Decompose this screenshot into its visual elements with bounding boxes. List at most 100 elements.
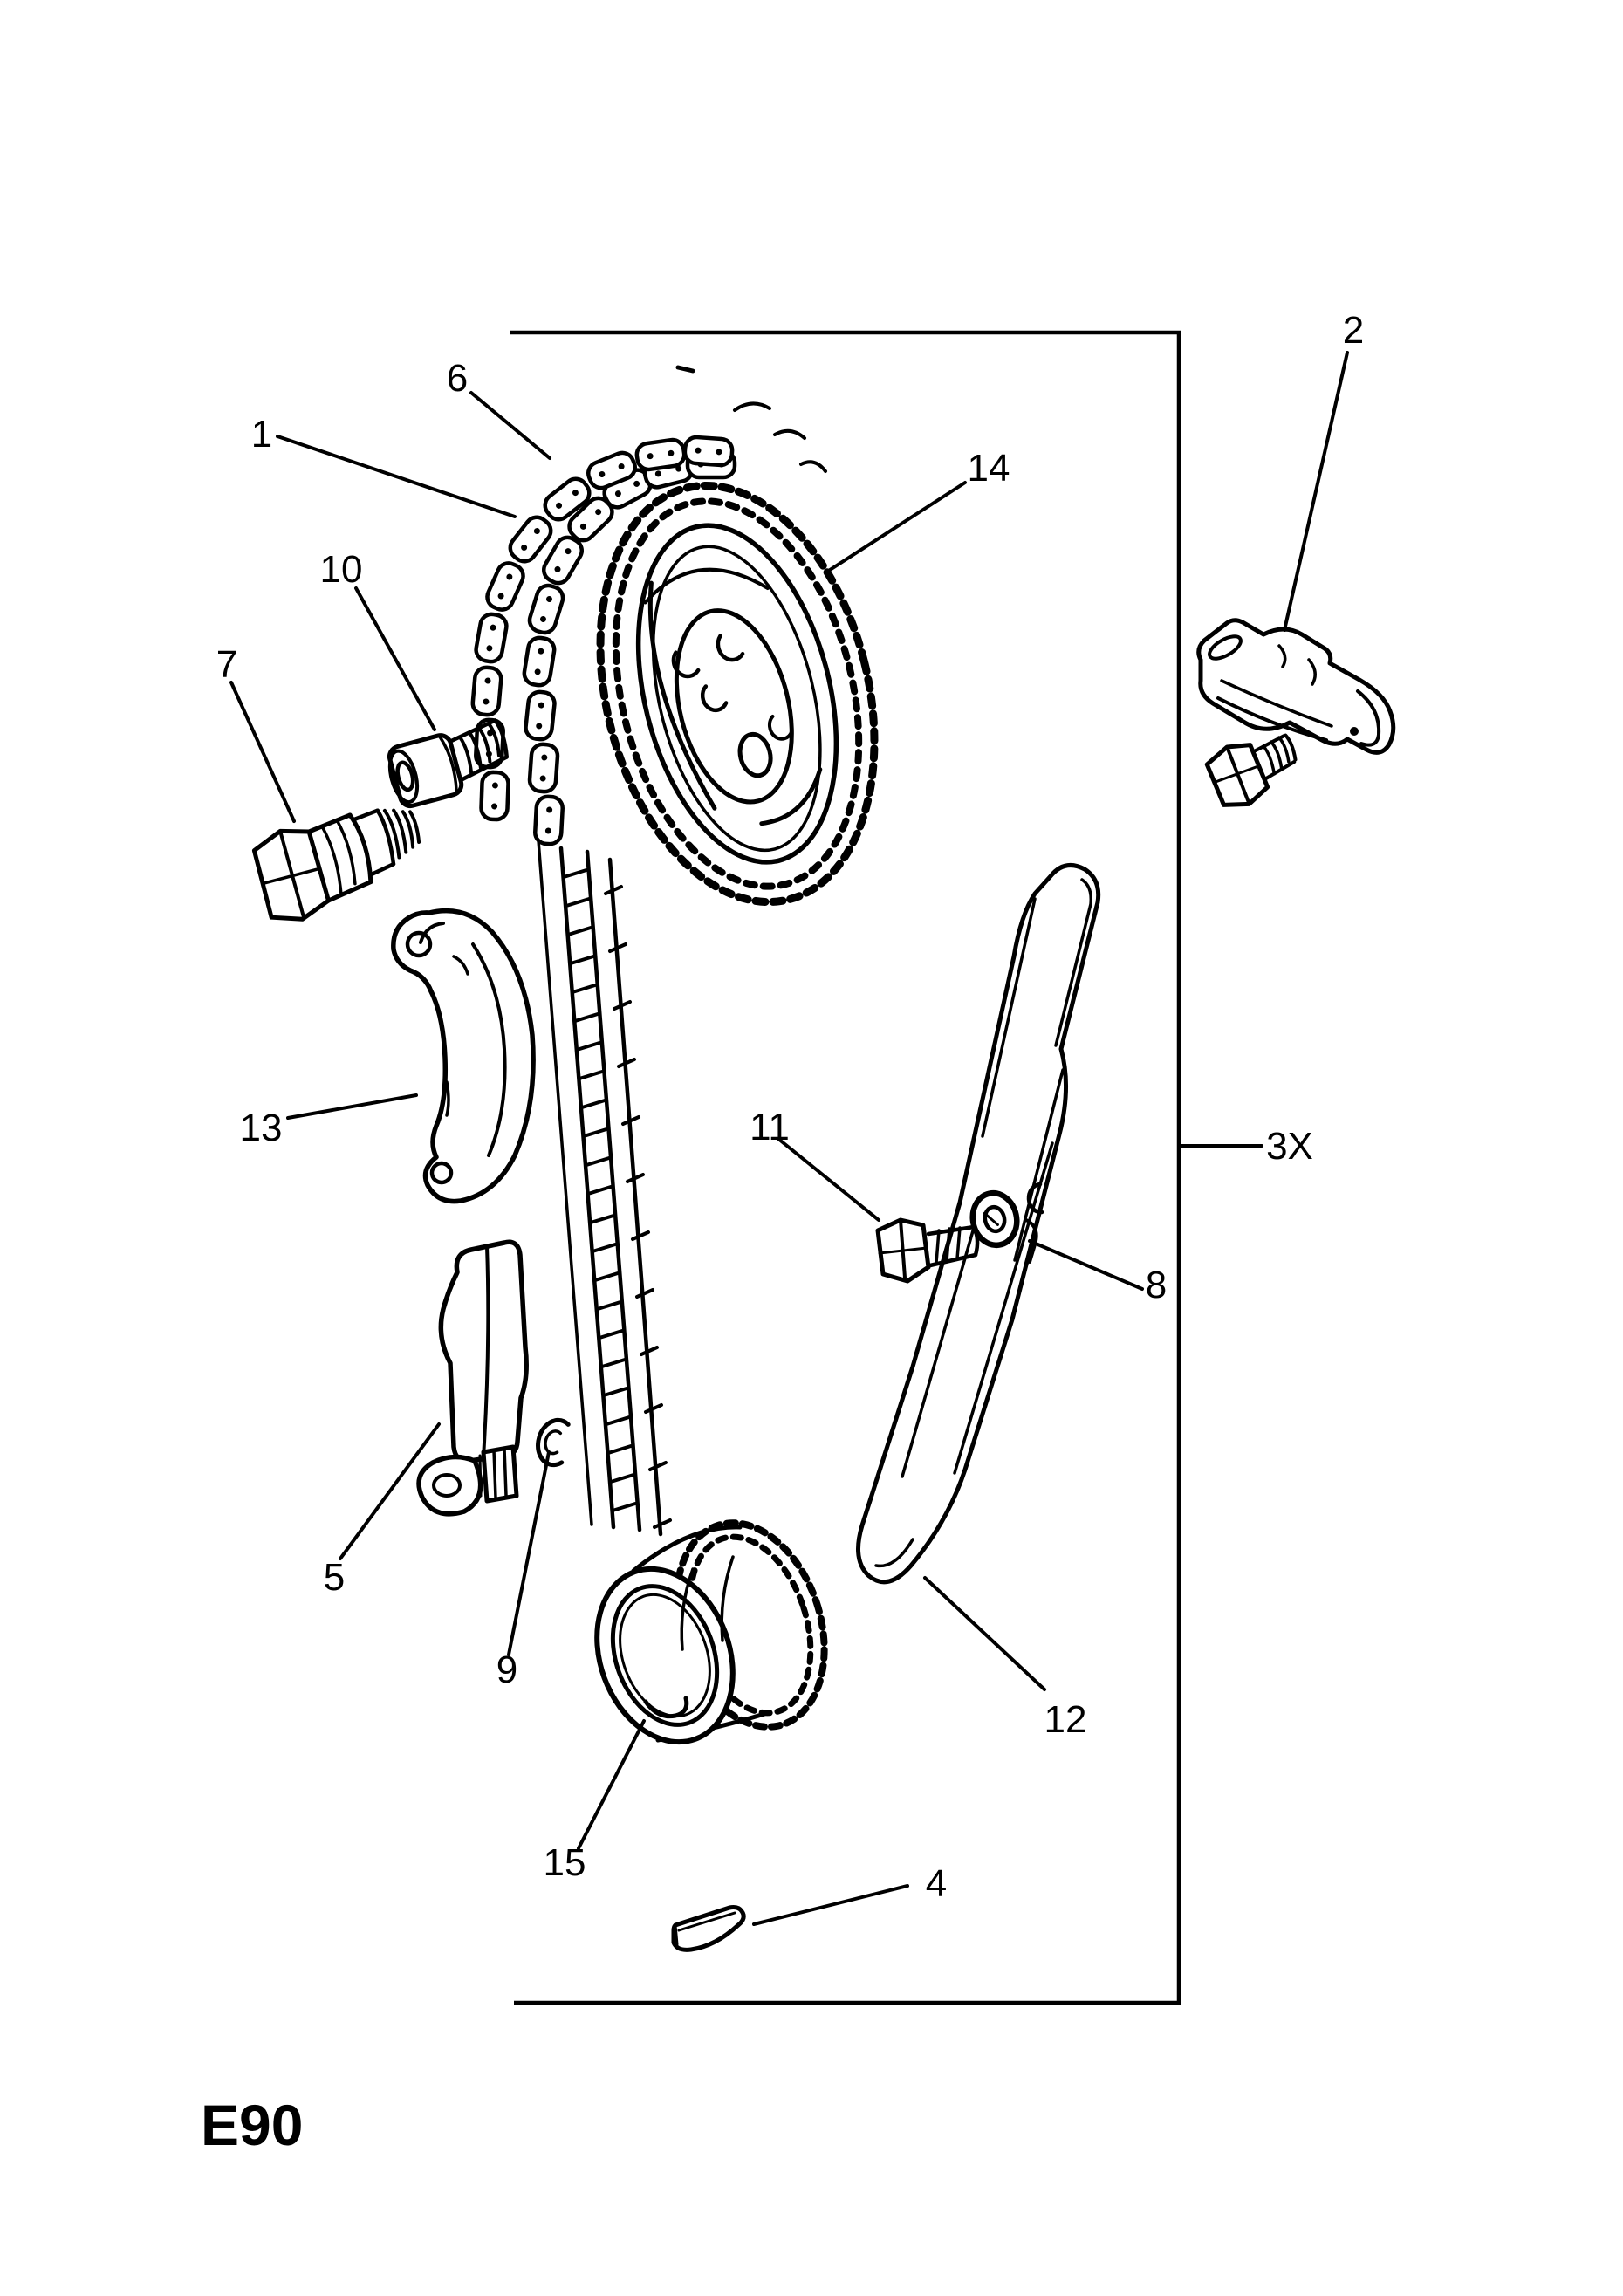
guide-shoe-detail xyxy=(445,1080,450,1117)
key-edge-line xyxy=(677,1911,736,1932)
sprocket-face-line xyxy=(651,545,822,853)
hub-top-line xyxy=(631,1525,743,1573)
bore-detail xyxy=(643,1696,689,1719)
chain-rail-line xyxy=(607,857,663,1537)
retaining-clip xyxy=(536,1417,571,1468)
sprocket-crescent xyxy=(759,767,823,826)
clip-fold-line xyxy=(1216,696,1328,742)
callout-10: 10 xyxy=(320,548,363,591)
leader-line-6 xyxy=(469,391,551,460)
tensioner-foot-slot xyxy=(492,1449,497,1499)
clip-bolt-thread xyxy=(1262,744,1277,776)
leader-line-9 xyxy=(507,1450,551,1656)
chain-link xyxy=(684,436,733,466)
leader-line-10 xyxy=(354,586,436,731)
clip-bolt-thread xyxy=(1270,740,1284,770)
tensioner-centerline xyxy=(482,1244,490,1459)
tensioner-hook-eye xyxy=(432,1473,462,1498)
callout-15: 15 xyxy=(544,1841,586,1884)
callout-7: 7 xyxy=(216,643,237,686)
clip-tongue xyxy=(1277,644,1287,668)
callout-6: 6 xyxy=(447,357,468,400)
chain-tensioner-body xyxy=(416,1239,529,1517)
stray-mark xyxy=(675,365,695,374)
chain-fragment xyxy=(773,428,806,440)
guide-shoe-detail xyxy=(419,922,445,944)
clip-fold-line xyxy=(1220,679,1333,728)
callout-14: 14 xyxy=(968,447,1010,490)
clip-bolt-tip xyxy=(1284,733,1298,762)
chain-link xyxy=(527,583,565,635)
hub-bore-inner xyxy=(619,1593,711,1718)
hub-surface-line xyxy=(680,1567,695,1651)
plug-collar xyxy=(306,812,373,903)
callout-1: 1 xyxy=(251,413,272,456)
chain-link xyxy=(483,559,526,613)
plug-step xyxy=(353,808,396,877)
guide-shoe-inner-arc xyxy=(471,942,507,1157)
chain-link xyxy=(635,438,686,470)
leader-line-13 xyxy=(286,1093,418,1120)
chain-fragments xyxy=(733,401,827,473)
leader-line-7 xyxy=(229,681,296,823)
clip-hole xyxy=(1350,727,1359,736)
camshaft-sprocket xyxy=(596,481,879,907)
socket-head-bolt xyxy=(387,718,509,809)
plug-step-edge xyxy=(375,808,396,867)
clip-tongue xyxy=(1307,658,1317,686)
clip-bolt xyxy=(1204,733,1298,807)
sprocket-hole xyxy=(716,634,745,662)
callout-8: 8 xyxy=(1146,1264,1167,1306)
callout-12: 12 xyxy=(1044,1698,1087,1741)
hub-surface-line xyxy=(720,1555,735,1642)
sprocket-face xyxy=(635,523,839,865)
chain-guide-shoe xyxy=(391,908,536,1204)
tensioner-foot xyxy=(481,1444,519,1504)
woodruff-key xyxy=(671,1905,746,1952)
plug-thread xyxy=(392,808,408,854)
leader-line-4 xyxy=(752,1884,909,1926)
leader-line-11 xyxy=(777,1137,880,1222)
sprocket-arc xyxy=(643,567,770,605)
chain-ticks xyxy=(604,885,672,1529)
hub-bore xyxy=(610,1584,720,1727)
chain-fragment xyxy=(799,460,827,473)
key-facet xyxy=(674,1923,679,1946)
key-outline xyxy=(671,1905,746,1952)
callout-5: 5 xyxy=(324,1556,345,1599)
clip-slot xyxy=(1208,634,1243,661)
hex-bolt xyxy=(875,1217,980,1284)
leader-lines xyxy=(229,351,1349,1926)
sprocket-teeth-inner xyxy=(612,497,863,890)
nut-outer xyxy=(969,1189,1020,1249)
chain-link xyxy=(481,771,509,819)
chain-link xyxy=(523,636,556,687)
sprocket-hub xyxy=(674,608,794,805)
blade-tip-line xyxy=(874,1538,914,1568)
chain-fragment xyxy=(733,401,771,412)
guide-shoe-detail xyxy=(452,955,469,976)
leader-line-12 xyxy=(923,1576,1046,1691)
clip-inner xyxy=(544,1429,563,1456)
tensioner-plug-bolt xyxy=(251,808,421,922)
drawing-code: E90 xyxy=(201,2093,303,2157)
bolt-thread xyxy=(457,735,474,776)
guide-shoe-hole xyxy=(429,1161,454,1185)
bolt-head-edge xyxy=(438,735,458,794)
callout-13: 13 xyxy=(240,1107,283,1149)
quantity-label: 3X xyxy=(1266,1125,1313,1168)
nut-mark xyxy=(983,1211,999,1226)
blade-rib xyxy=(981,897,1037,1138)
hex-bolt-thread xyxy=(955,1226,962,1260)
chain-rungs xyxy=(562,868,637,1512)
chain-rail-line xyxy=(585,849,642,1532)
blade-rib xyxy=(953,1141,1054,1475)
lock-ring xyxy=(1026,1182,1044,1215)
crankshaft-sprocket xyxy=(594,1519,828,1745)
leader-line-5 xyxy=(339,1422,441,1560)
tensioner-foot-slot xyxy=(503,1447,508,1498)
blade-rib xyxy=(1013,1068,1065,1262)
bolt-tip xyxy=(493,718,509,759)
plug-tip xyxy=(408,810,421,844)
chain-link xyxy=(524,691,555,741)
